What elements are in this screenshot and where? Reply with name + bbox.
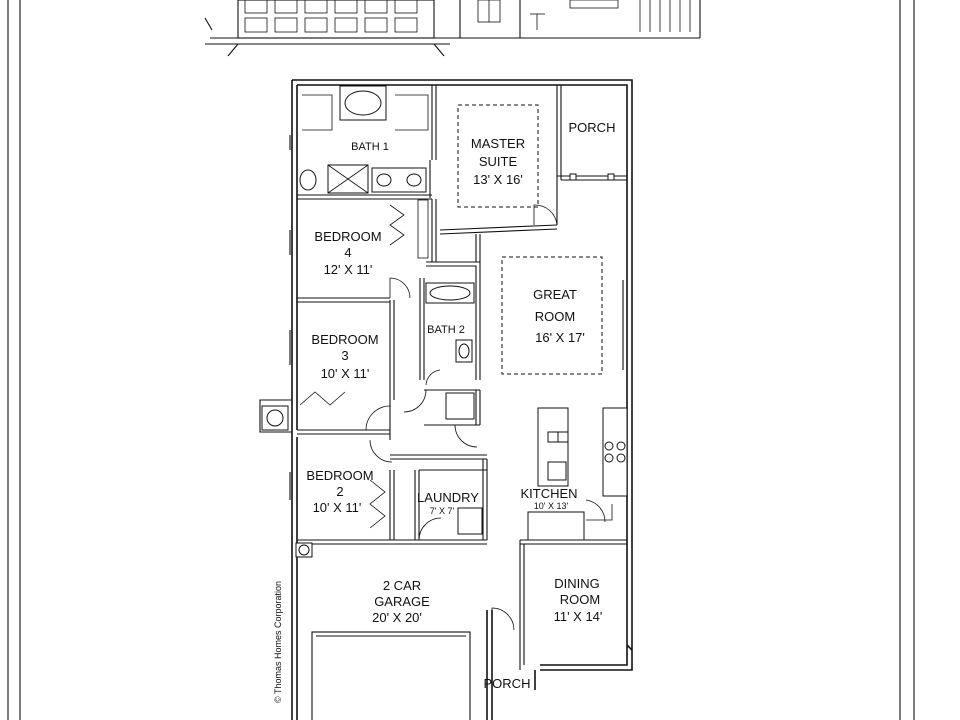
bedroom2-number: 2 [336, 484, 343, 499]
laundry-size: 7' X 7' [430, 506, 455, 516]
laundry-label: LAUNDRY [417, 490, 479, 505]
bath1-fixtures [299, 85, 431, 198]
bedroom3-number: 3 [341, 348, 348, 363]
porch-posts [289, 135, 624, 500]
bedroom3-size: 10' X 11' [321, 366, 370, 381]
master-suite-size: 13' X 16' [473, 172, 523, 187]
bedroom4-size: 12' X 11' [324, 262, 373, 277]
bath2-label: BATH 2 [427, 324, 465, 336]
ac-unit [261, 405, 289, 431]
garage-door [311, 631, 471, 720]
front-elevation [204, 0, 701, 57]
master-suite-label-line2: SUITE [479, 154, 518, 169]
master-suite-label: MASTER [471, 136, 525, 151]
bedroom3-label: BEDROOM [311, 332, 378, 347]
bath1-label: BATH 1 [351, 141, 389, 153]
dining-room-size: 11' X 14' [554, 609, 603, 624]
great-room-size: 16' X 17' [535, 330, 585, 345]
garage-label-line2: GARAGE [374, 594, 430, 609]
doors [299, 204, 606, 631]
bath2-fixtures [417, 199, 475, 420]
porch-bottom-label: PORCH [484, 676, 531, 691]
dining-room-label-line2: ROOM [560, 592, 600, 607]
interior-walls [259, 85, 627, 670]
garage-label: 2 CAR [383, 578, 421, 593]
sheet-border [7, 0, 915, 720]
porch-top-label: PORCH [569, 120, 616, 135]
copyright-notice: © Thomas Homes Corporation [273, 581, 283, 703]
bedroom4-number: 4 [344, 245, 351, 260]
kitchen-size: 10' X 13' [534, 501, 569, 511]
great-room-label: GREAT [533, 287, 577, 302]
great-room-label-line2: ROOM [535, 309, 575, 324]
bedroom4-label: BEDROOM [314, 229, 381, 244]
kitchen-fixtures [527, 407, 628, 541]
ceiling-outlines [457, 104, 603, 375]
garage-size: 20' X 20' [372, 610, 422, 625]
laundry-fixtures [295, 507, 483, 558]
dining-room-label: DINING [554, 576, 600, 591]
bedroom2-label: BEDROOM [306, 468, 373, 483]
bedroom2-size: 10' X 11' [313, 500, 362, 515]
kitchen-label: KITCHEN [520, 486, 577, 501]
